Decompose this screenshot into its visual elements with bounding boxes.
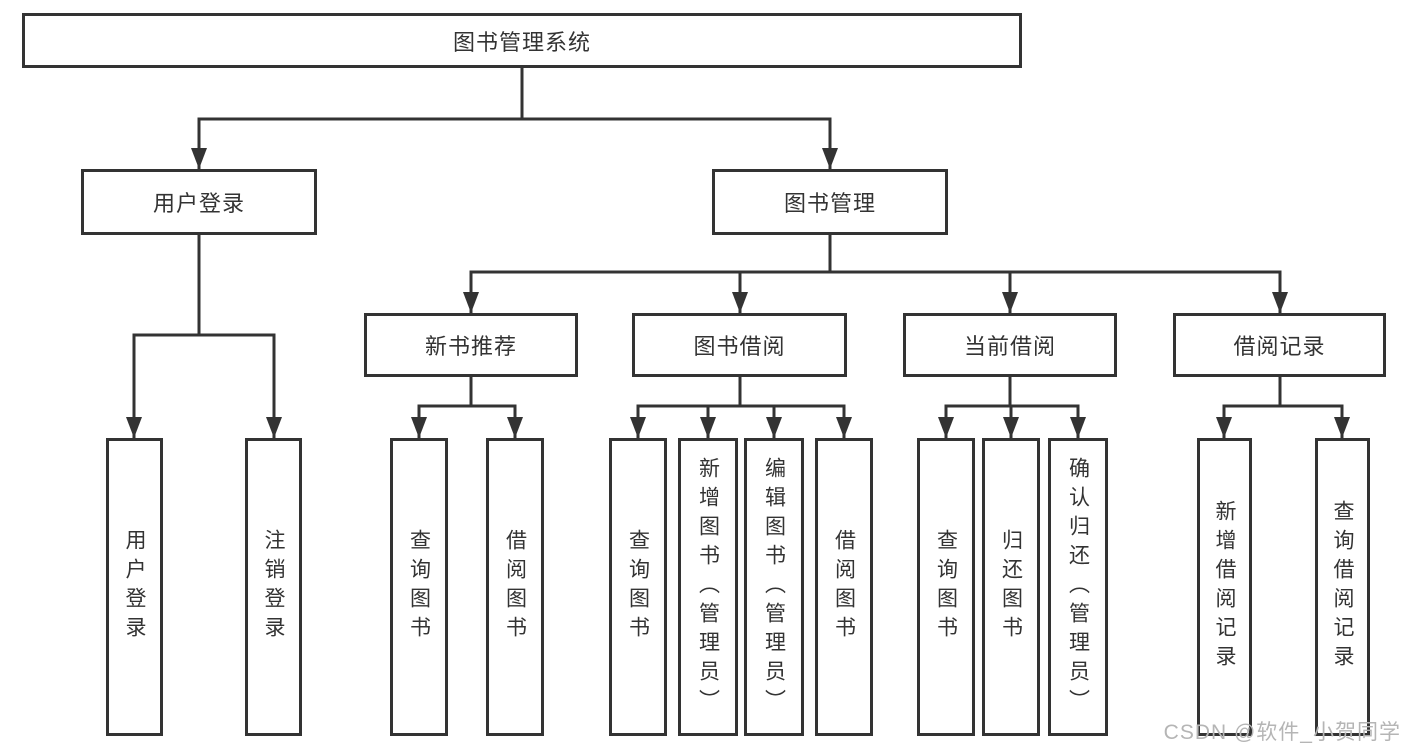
leaf-borrow-books-2: 借阅图书 <box>815 438 873 736</box>
leaf-borrow-books-1-label: 借阅图书 <box>503 529 527 645</box>
leaf-logout: 注销登录 <box>245 438 302 736</box>
node-book-borrow-label: 图书借阅 <box>693 334 786 359</box>
node-new-book-recommend: 新书推荐 <box>364 313 578 377</box>
connector-path <box>132 68 1344 438</box>
node-book-management-label: 图书管理 <box>783 191 876 216</box>
leaf-borrow-books-1: 借阅图书 <box>486 438 544 736</box>
node-borrow-records-label: 借阅记录 <box>1233 334 1326 359</box>
leaf-user-login-label: 用户登录 <box>123 529 146 645</box>
arrowhead-icons <box>126 148 1350 438</box>
leaf-borrow-books-2-label: 借阅图书 <box>832 529 856 645</box>
leaf-add-book-admin-label: 新增图书（管理员） <box>696 456 720 718</box>
leaf-user-login: 用户登录 <box>106 438 163 736</box>
leaf-add-book-admin: 新增图书（管理员） <box>678 438 738 736</box>
leaf-return-books-label: 归还图书 <box>999 529 1023 645</box>
leaf-edit-book-admin-label: 编辑图书（管理员） <box>762 456 786 718</box>
leaf-return-books: 归还图书 <box>982 438 1040 736</box>
leaf-query-books-1: 查询图书 <box>390 438 448 736</box>
csdn-watermark: CSDN @软件_小贺同学 <box>1163 721 1401 744</box>
node-current-borrow-label: 当前借阅 <box>963 334 1056 359</box>
node-borrow-records: 借阅记录 <box>1173 313 1386 377</box>
leaf-add-borrow-record: 新增借阅记录 <box>1197 438 1252 736</box>
node-book-management: 图书管理 <box>712 169 948 235</box>
node-user-login-label: 用户登录 <box>152 191 245 216</box>
node-book-borrow: 图书借阅 <box>632 313 847 377</box>
node-root-label: 图书管理系统 <box>452 29 591 55</box>
leaf-query-books-3-label: 查询图书 <box>934 529 958 645</box>
leaf-logout-label: 注销登录 <box>262 529 285 645</box>
node-root: 图书管理系统 <box>22 13 1022 68</box>
leaf-confirm-return-admin-label: 确认归还（管理员） <box>1066 456 1090 718</box>
leaf-edit-book-admin: 编辑图书（管理员） <box>744 438 804 736</box>
leaf-add-borrow-record-label: 新增借阅记录 <box>1213 500 1236 674</box>
leaf-query-books-3: 查询图书 <box>917 438 975 736</box>
node-current-borrow: 当前借阅 <box>903 313 1117 377</box>
leaf-query-borrow-record: 查询借阅记录 <box>1315 438 1370 736</box>
leaf-query-books-2: 查询图书 <box>609 438 667 736</box>
leaf-query-books-1-label: 查询图书 <box>407 529 431 645</box>
node-user-login: 用户登录 <box>81 169 317 235</box>
leaf-query-borrow-record-label: 查询借阅记录 <box>1331 500 1354 674</box>
node-new-book-recommend-label: 新书推荐 <box>424 334 517 359</box>
leaf-confirm-return-admin: 确认归还（管理员） <box>1048 438 1108 736</box>
leaf-query-books-2-label: 查询图书 <box>626 529 650 645</box>
